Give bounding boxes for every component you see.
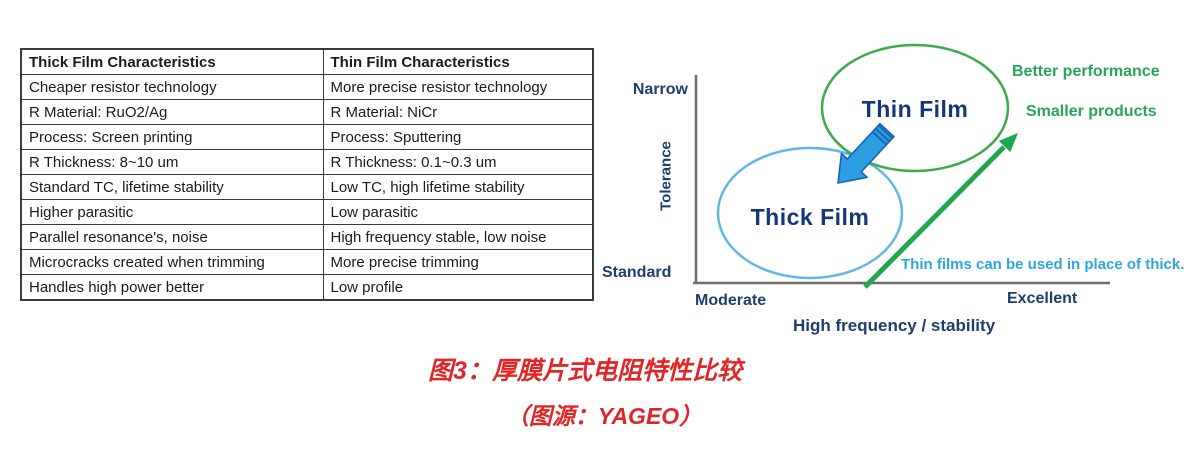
table-cell: More precise trimming [322, 249, 594, 275]
y-axis-bottom-label: Standard [602, 264, 672, 281]
table-header-cell: Thick Film Characteristics [20, 48, 324, 75]
x-axis-left-label: Moderate [695, 292, 767, 309]
tradeoff-diagram [693, 43, 1110, 289]
table-cell: Higher parasitic [20, 199, 324, 225]
thin-replaces-thick-note: Thin films can be used in place of thick… [901, 256, 1185, 273]
table-cell: High frequency stable, low noise [322, 224, 594, 250]
y-axis-title: Tolerance [657, 141, 675, 211]
table-cell: Process: Screen printing [20, 124, 324, 150]
table-cell: Low parasitic [322, 199, 594, 225]
thick-film-label: Thick Film [750, 204, 870, 230]
table-cell: Microcracks created when trimming [20, 249, 324, 275]
better-performance-label: Better performance [1012, 63, 1160, 80]
table-cell: R Material: RuO2/Ag [20, 99, 324, 125]
table-cell: Low profile [322, 274, 594, 301]
table-cell: Handles high power better [20, 274, 324, 301]
table-cell: Standard TC, lifetime stability [20, 174, 324, 200]
table-cell: Cheaper resistor technology [20, 74, 324, 100]
figure-caption-title: 图3：厚膜片式电阻特性比较 [428, 357, 742, 385]
table-cell: Low TC, high lifetime stability [322, 174, 594, 200]
x-axis-right-label: Excellent [1007, 290, 1078, 307]
table-cell: R Thickness: 0.1~0.3 um [322, 149, 594, 175]
y-axis-top-label: Narrow [632, 81, 688, 98]
thin-film-ellipse [820, 43, 1010, 173]
table-cell: More precise resistor technology [322, 74, 594, 100]
table-header-cell: Thin Film Characteristics [322, 48, 594, 75]
table-cell: R Thickness: 8~10 um [20, 149, 324, 175]
smaller-products-label: Smaller products [1026, 103, 1157, 120]
thick-film-ellipse [716, 146, 904, 280]
thin-film-label: Thin Film [861, 96, 969, 122]
figure-caption-source: （图源：YAGEO） [505, 403, 703, 429]
improvement-arrow [863, 133, 1018, 289]
x-axis-title: High frequency / stability [793, 316, 996, 335]
table-cell: Process: Sputtering [322, 124, 594, 150]
transition-arrow [837, 122, 895, 184]
table-cell: R Material: NiCr [322, 99, 594, 125]
table-cell: Parallel resonance's, noise [20, 224, 324, 250]
